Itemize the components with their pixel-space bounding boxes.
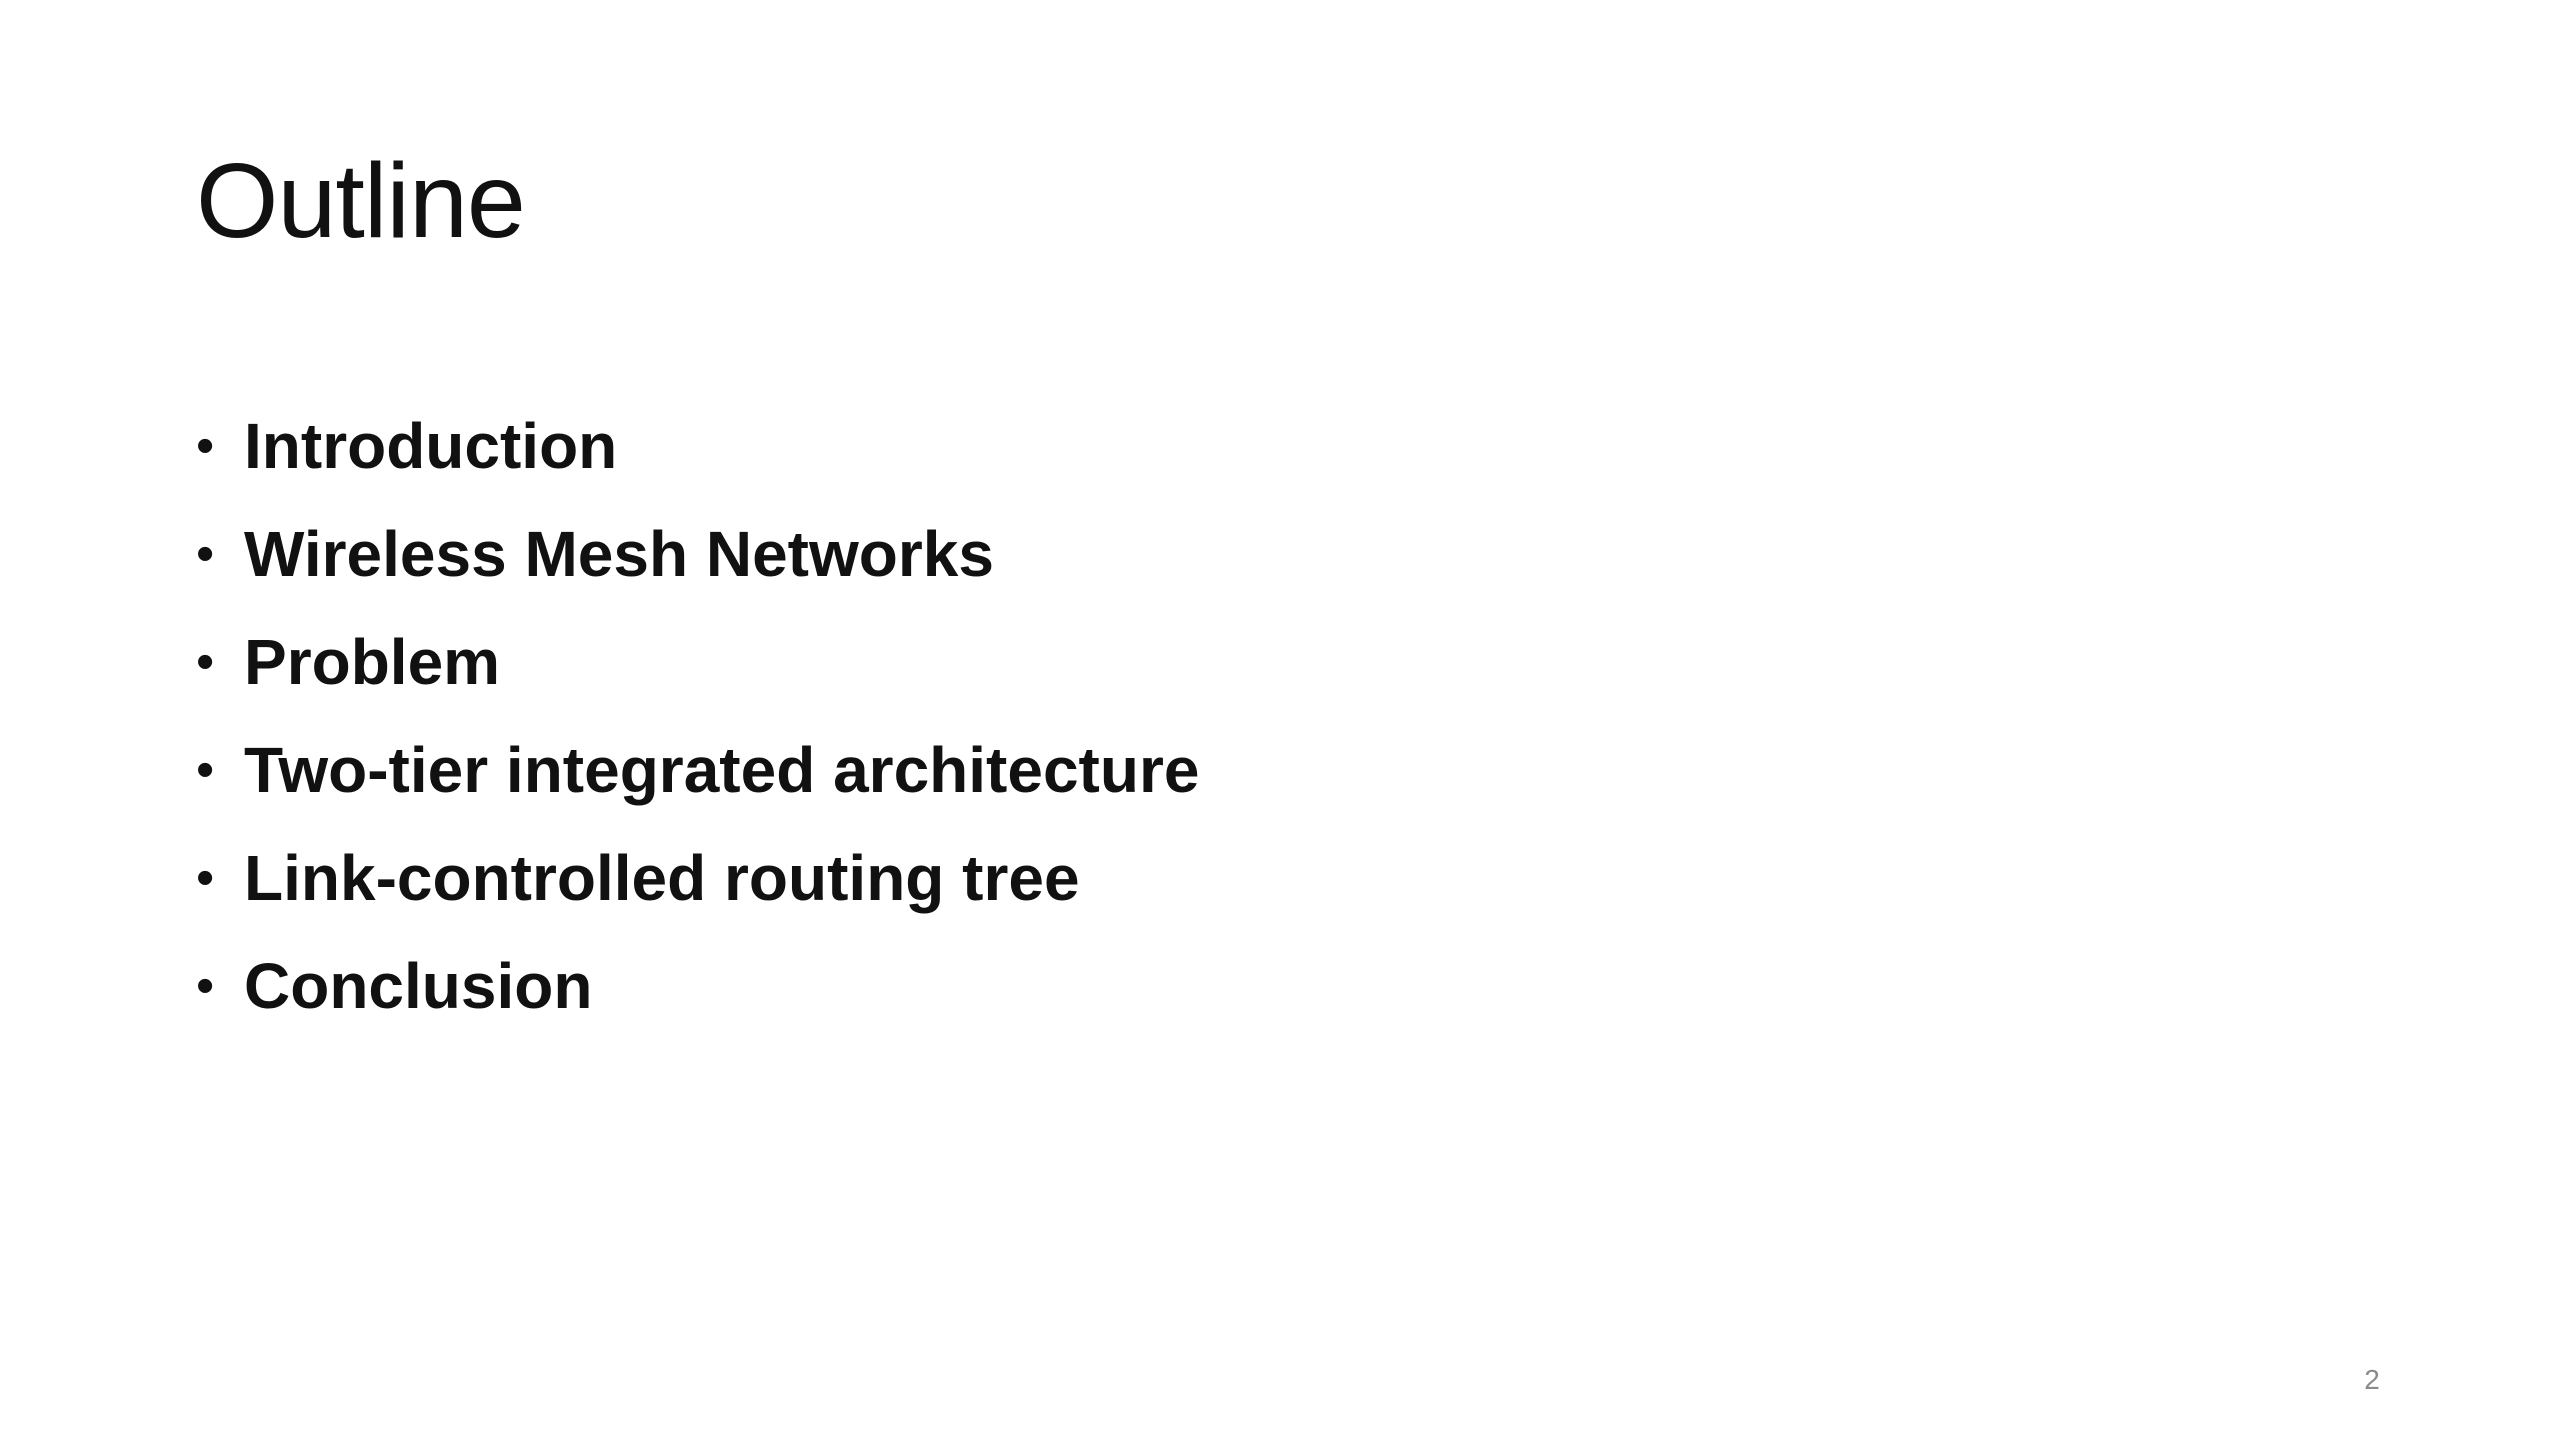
list-item: • Two-tier integrated architecture (196, 716, 1199, 824)
list-item-label: Wireless Mesh Networks (244, 518, 994, 590)
bullet-icon: • (196, 957, 215, 1015)
list-item: • Introduction (196, 392, 1199, 500)
list-item: • Problem (196, 608, 1199, 716)
list-item-label: Introduction (244, 410, 618, 482)
outline-list: • Introduction • Wireless Mesh Networks … (196, 392, 1199, 1040)
page-number: 2 (2364, 1364, 2380, 1395)
list-item-label: Problem (244, 626, 501, 698)
bullet-icon: • (196, 849, 215, 907)
list-item: • Wireless Mesh Networks (196, 500, 1199, 608)
list-item-label: Conclusion (244, 950, 593, 1022)
bullet-icon: • (196, 741, 215, 799)
list-item: • Conclusion (196, 932, 1199, 1040)
bullet-icon: • (196, 525, 215, 583)
bullet-icon: • (196, 417, 215, 475)
list-item-label: Link-controlled routing tree (244, 842, 1080, 914)
bullet-icon: • (196, 633, 215, 691)
slide-title: Outline (196, 142, 526, 260)
list-item-label: Two-tier integrated architecture (244, 734, 1200, 806)
list-item: • Link-controlled routing tree (196, 824, 1199, 932)
